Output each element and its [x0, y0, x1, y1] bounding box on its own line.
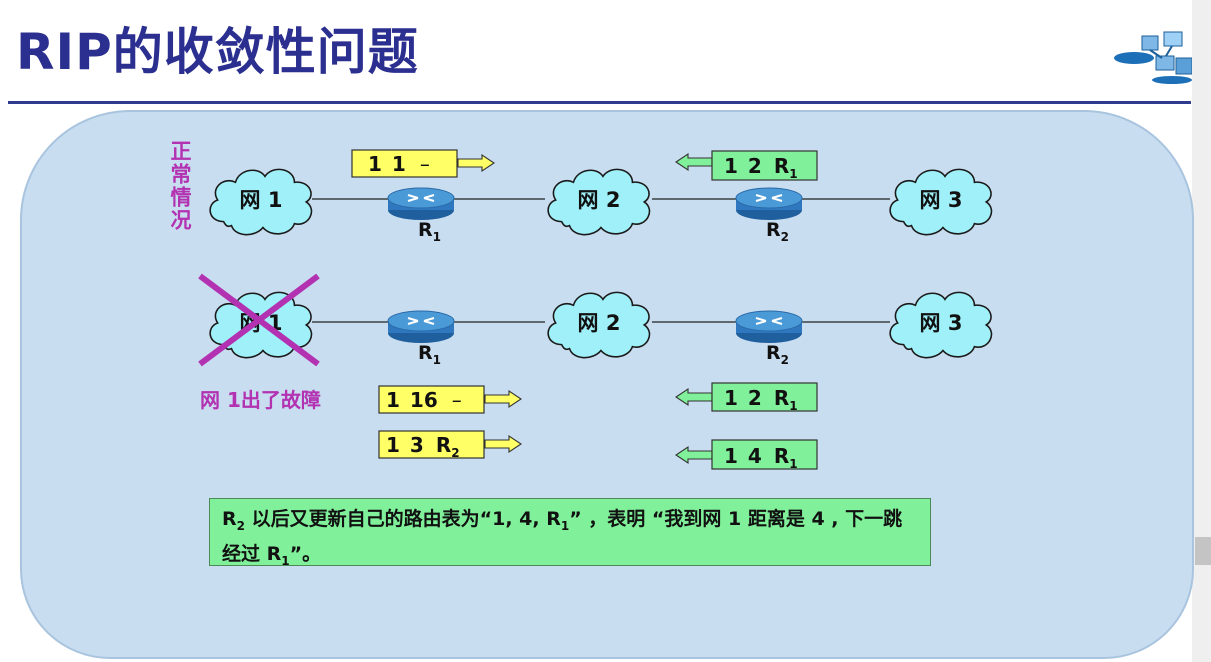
page-title: RIP的收敛性问题 [16, 23, 419, 81]
router-r2-bottom: R2 [735, 310, 803, 367]
fault-label: 网 1出了故障 [200, 388, 321, 412]
svg-text:网 2: 网 2 [578, 311, 621, 335]
cloud-net3-top: 网 3 [889, 168, 993, 236]
router-r2-top: R2 [735, 187, 803, 244]
svg-text:网 3: 网 3 [920, 188, 963, 212]
arrow-right-icon [484, 389, 522, 409]
svg-text:R2: R2 [766, 219, 789, 244]
svg-text:R1: R1 [418, 219, 441, 244]
arrow-left-icon [675, 445, 713, 465]
arrow-right-icon [457, 153, 495, 173]
router-r1-bottom: R1 [387, 310, 455, 367]
arrow-left-icon [675, 152, 713, 172]
svg-text:网 2: 网 2 [578, 188, 621, 212]
cloud-net1-top: 网 1 [209, 168, 313, 236]
svg-text:R1: R1 [418, 342, 441, 367]
svg-text:R2: R2 [766, 342, 789, 367]
network-logo-icon [1114, 31, 1193, 84]
scrollbar-thumb[interactable] [1195, 537, 1211, 565]
svg-text:网 3: 网 3 [920, 311, 963, 335]
explanation-note: R2 以后又更新自己的路由表为“1, 4, R1” ，表明 “我到网 1 距离是… [209, 498, 931, 568]
svg-text:11–: 11– [368, 152, 430, 176]
title-divider [8, 101, 1191, 104]
cloud-net3-bottom: 网 3 [889, 291, 993, 359]
cloud-net2-top: 网 2 [547, 168, 651, 236]
normal-case-label: 正常情况 [168, 140, 192, 232]
svg-text:116–: 116– [386, 388, 462, 412]
cloud-net2-bottom: 网 2 [547, 291, 651, 359]
arrow-right-icon [484, 434, 522, 454]
failure-cross-icon [198, 273, 320, 367]
arrow-left-icon [675, 387, 713, 407]
svg-text:网 1: 网 1 [240, 188, 283, 212]
scrollbar-track[interactable] [1192, 0, 1211, 662]
router-r1-top: R1 [387, 187, 455, 244]
